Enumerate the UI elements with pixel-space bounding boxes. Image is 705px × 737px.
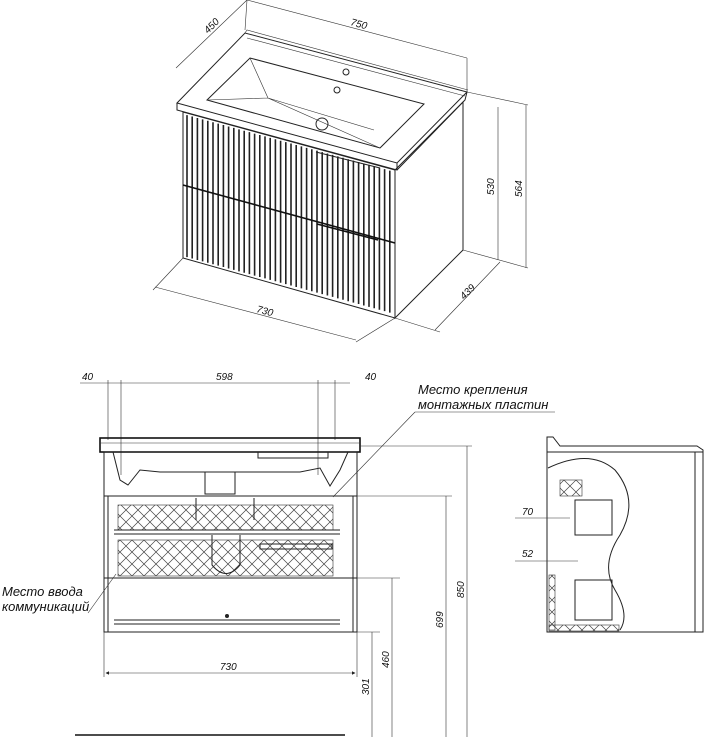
cutaway-curve — [547, 458, 630, 631]
dim-52: 52 — [522, 549, 534, 560]
cabinet-body — [103, 451, 358, 633]
dim-439: 439 — [458, 282, 478, 302]
siphon — [211, 535, 241, 574]
tap-hole — [342, 68, 350, 76]
basin-profile — [112, 451, 349, 487]
dim-750: 750 — [349, 17, 368, 32]
dim-850: 850 — [456, 581, 467, 598]
mount-label-line1: Место крепления — [418, 382, 528, 397]
inlet-label-line2: коммуникаций — [2, 599, 89, 614]
countertop — [176, 32, 468, 164]
inlet-label-line1: Место ввода — [2, 584, 83, 599]
dim-301: 301 — [361, 678, 372, 695]
drain — [315, 117, 329, 131]
mount-label-line2: монтажных пластин — [418, 397, 548, 412]
isometric-view: 450 750 530 564 439 730 — [152, 0, 529, 343]
side-view: 70 52 — [515, 436, 704, 633]
drawer-handle — [316, 223, 379, 241]
front-view: 40 598 40 Место крепления монтажных плас… — [2, 372, 555, 737]
dim-564: 564 — [514, 180, 525, 197]
dim-730-iso: 730 — [255, 304, 274, 319]
dim-530: 530 — [486, 178, 497, 195]
dim-699: 699 — [435, 611, 446, 628]
lower-drawer-hatch — [117, 539, 334, 577]
basin — [206, 57, 425, 149]
dim-40-left: 40 — [82, 372, 94, 383]
dim-40-right: 40 — [365, 372, 377, 383]
dim-598: 598 — [216, 372, 233, 383]
dim-460: 460 — [381, 651, 392, 668]
overflow — [333, 86, 341, 94]
drawer-top-line — [315, 151, 381, 169]
iso-dimensions: 450 750 530 564 439 730 — [152, 0, 529, 343]
drawer-split — [182, 184, 396, 244]
dim-450: 450 — [202, 16, 222, 36]
cabinet-side — [394, 100, 464, 320]
dim-70: 70 — [522, 507, 534, 518]
upper-drawer-hatch — [117, 504, 334, 531]
dim-730-front: 730 — [220, 662, 237, 673]
sink-top — [99, 437, 361, 453]
